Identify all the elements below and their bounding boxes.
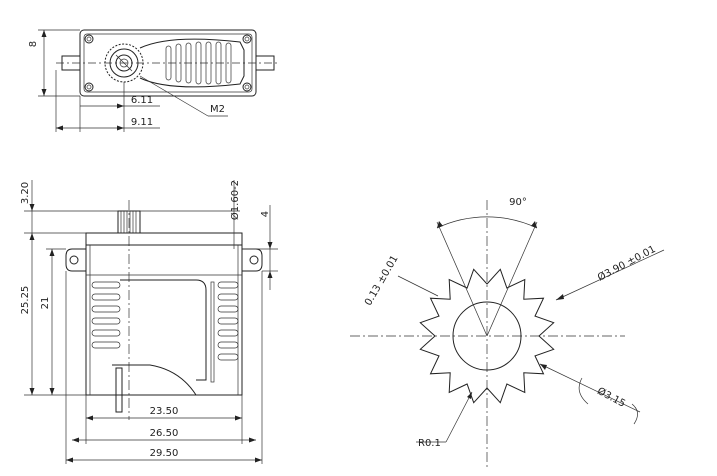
output-shaft — [115, 54, 133, 72]
dim-arrow-icon — [41, 30, 47, 96]
horn-arm — [139, 38, 245, 88]
outer-dia-label: Ø3.90 ±0.01 — [596, 243, 658, 284]
screw-hole-icon — [244, 84, 250, 90]
screw-hole-icon — [86, 84, 92, 90]
leader-line — [397, 275, 439, 297]
label-area — [120, 279, 207, 381]
flange-hole-icon — [69, 255, 79, 265]
horn-slots — [165, 41, 232, 85]
angle-leg — [486, 221, 538, 337]
screw-hole-icon — [84, 34, 94, 44]
dim-arrow-icon — [556, 294, 564, 300]
side-rib — [210, 281, 215, 383]
top-view: 8 6.11 9.11 M2 — [28, 29, 280, 132]
spline-teeth — [120, 211, 137, 233]
output-gear-hub — [109, 48, 139, 78]
thread-label: M2 — [210, 104, 225, 115]
inner-dia-paren — [578, 377, 589, 405]
cable-exit — [112, 364, 197, 396]
dim-top-gear-label: 3.20 — [20, 182, 31, 204]
leader-line — [445, 391, 473, 443]
dim-arrow-icon — [540, 364, 547, 370]
left-fins — [91, 281, 121, 349]
inner-dia-paren — [631, 403, 638, 425]
inner-dia-label: Ø3.15 — [595, 385, 627, 410]
leader-line — [555, 249, 665, 301]
dim-arrow-icon — [56, 125, 124, 131]
top-right-tab — [256, 55, 275, 71]
output-shaft-bore — [119, 58, 129, 68]
tooth-tolerance-label: 0.13 ±0.01 — [363, 254, 401, 308]
dim-body-width-label: 23.50 — [150, 406, 179, 417]
dim-arrow-icon — [467, 392, 472, 399]
angle-arc — [436, 216, 538, 229]
screw-hole-icon — [244, 36, 250, 42]
shaft-hatch — [115, 54, 133, 72]
right-fins — [217, 281, 239, 361]
leader-line — [539, 363, 641, 413]
dim-shaft-offset-label: 6.11 — [131, 95, 153, 106]
screw-hole-icon — [242, 34, 252, 44]
dim-total-height-label: 25.25 — [20, 286, 31, 315]
dim-body-height-label: 21 — [40, 297, 51, 310]
spline-gear-outline — [419, 268, 555, 404]
flange-hole-icon — [249, 255, 259, 265]
dim-total-width-label: 29.50 — [150, 448, 179, 459]
side-view: 3.20 25.25 21 Ø1.60-2 4 23.50 26.50 29.5… — [20, 180, 278, 464]
dim-spline-dia-label: Ø1.60-2 — [229, 180, 241, 220]
leader-line — [139, 75, 209, 117]
dim-height-label: 8 — [28, 41, 39, 47]
cable-icon — [115, 367, 123, 413]
screw-hole-icon — [242, 82, 252, 92]
angle-label: 90° — [509, 197, 527, 208]
spline-detail: 90° 0.13 ±0.01 Ø3.90 ±0.01 Ø3.15 R0.1 — [350, 197, 665, 470]
left-flange — [65, 248, 86, 272]
dim-flange-label: 4 — [260, 211, 271, 217]
dim-arrow-icon — [117, 103, 124, 109]
right-flange — [242, 248, 263, 272]
spline-bore — [452, 301, 522, 371]
dim-body-offset-label: 9.11 — [131, 117, 153, 128]
screw-hole-icon — [84, 82, 94, 92]
case-body — [85, 244, 243, 396]
screw-hole-icon — [86, 36, 92, 42]
angle-leg — [436, 221, 488, 337]
case-top — [85, 232, 243, 246]
radius-label: R0.1 — [418, 438, 441, 449]
dim-flange-width-label: 26.50 — [150, 428, 179, 439]
